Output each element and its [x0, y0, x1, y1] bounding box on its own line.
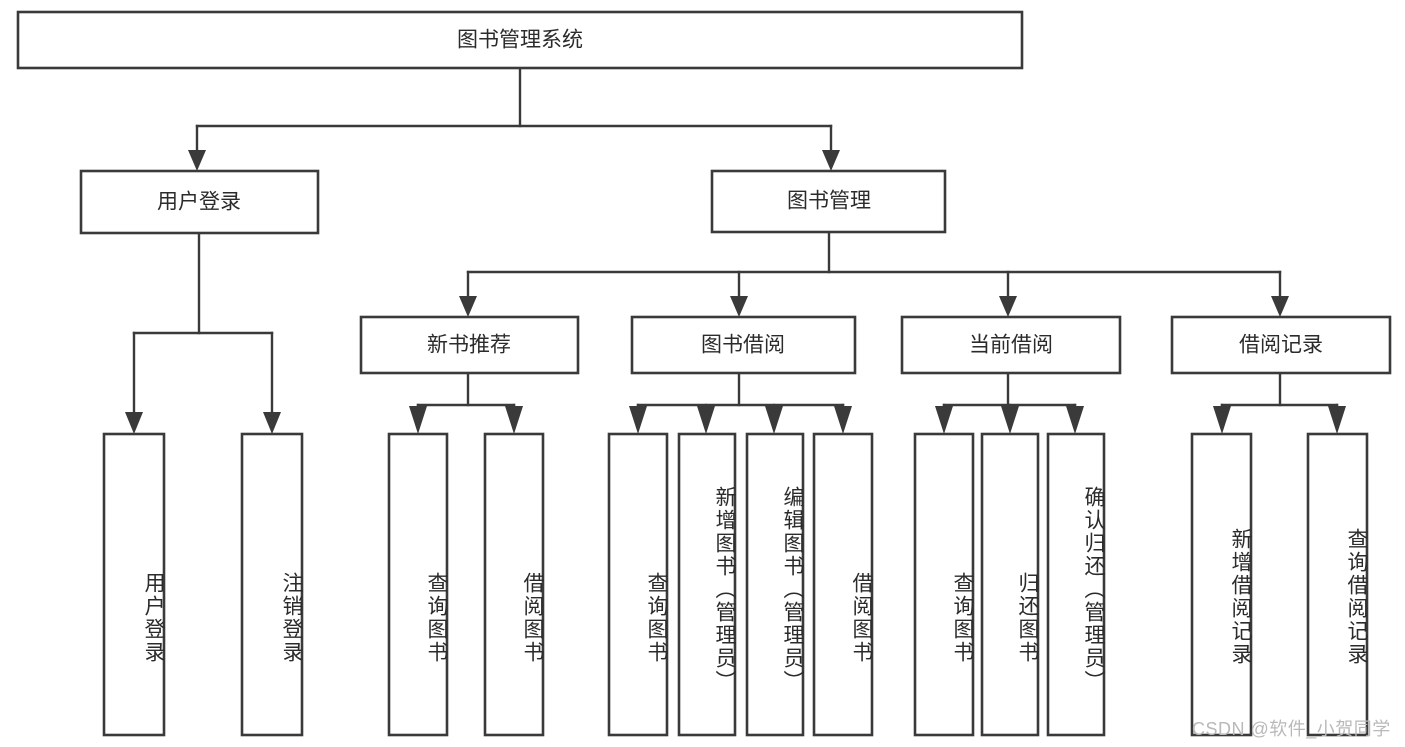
node-leaf-query-record[interactable] [1306, 432, 1369, 737]
node-book-borrow[interactable] [630, 315, 857, 375]
node-root[interactable] [16, 10, 1024, 70]
arrow-head-current-borrow [999, 296, 1017, 317]
arrow-head-leaf-edit-book [765, 406, 783, 434]
node-user-login[interactable] [79, 169, 320, 235]
arrow-head-book-manage [822, 150, 840, 171]
node-leaf-query-book-1[interactable] [387, 432, 449, 737]
horizontal-label-layer: 图书管理系统 用户登录 图书管理 新书推荐 图书借阅 当前借阅 借阅记录 [157, 29, 1323, 357]
node-leaf-add-record[interactable] [1190, 432, 1253, 737]
arrow-head-new-book-rec [459, 296, 477, 317]
csdn-watermark: CSDN @软件_小贺同学 [1192, 719, 1391, 739]
arrow-head-leaf-query-book-1 [409, 406, 427, 434]
arrow-head-leaf-query-book-2 [629, 406, 647, 434]
node-borrow-record-label: 借阅记录 [1239, 334, 1323, 357]
arrow-head-leaf-user-login [125, 412, 143, 434]
arrow-head-user-login [188, 150, 206, 171]
node-new-book-rec-label: 新书推荐 [427, 334, 511, 357]
arrow-head-leaf-borrow-book-1 [505, 406, 523, 434]
node-new-book-rec[interactable] [359, 315, 580, 375]
node-leaf-confirm-return[interactable] [1046, 432, 1106, 737]
arrow-head-borrow-record [1271, 296, 1289, 317]
node-leaf-return-book[interactable] [980, 432, 1040, 737]
node-book-manage[interactable] [710, 169, 947, 234]
arrow-head-leaf-add-record [1213, 406, 1231, 434]
node-user-login-label: 用户登录 [157, 191, 241, 214]
node-box-layer [16, 10, 1392, 737]
arrow-head-leaf-query-record [1328, 406, 1346, 434]
node-leaf-user-login[interactable] [102, 432, 166, 737]
node-leaf-query-book-3[interactable] [913, 432, 975, 737]
node-leaf-logout-login[interactable] [240, 432, 304, 737]
arrow-head-leaf-logout-login [263, 412, 281, 434]
arrow-head-leaf-query-book-3 [935, 406, 953, 434]
node-current-borrow-label: 当前借阅 [969, 334, 1053, 357]
arrow-head-book-borrow [730, 296, 748, 317]
node-root-label: 图书管理系统 [457, 29, 583, 52]
node-borrow-record[interactable] [1170, 315, 1392, 375]
node-leaf-add-book[interactable] [677, 432, 737, 737]
arrow-head-leaf-add-book [697, 406, 715, 434]
arrow-head-leaf-borrow-book-2 [834, 406, 852, 434]
arrow-head-leaf-confirm-return [1066, 406, 1084, 434]
arrow-head-leaf-return-book [1001, 406, 1019, 434]
connector-layer [125, 66, 1346, 434]
node-leaf-borrow-book-2[interactable] [812, 432, 874, 737]
node-book-manage-label: 图书管理 [787, 190, 871, 213]
node-leaf-edit-book[interactable] [745, 432, 805, 737]
node-leaf-query-book-2[interactable] [607, 432, 669, 737]
node-current-borrow[interactable] [900, 315, 1122, 375]
node-book-borrow-label: 图书借阅 [701, 334, 785, 357]
node-leaf-borrow-book-1[interactable] [483, 432, 545, 737]
